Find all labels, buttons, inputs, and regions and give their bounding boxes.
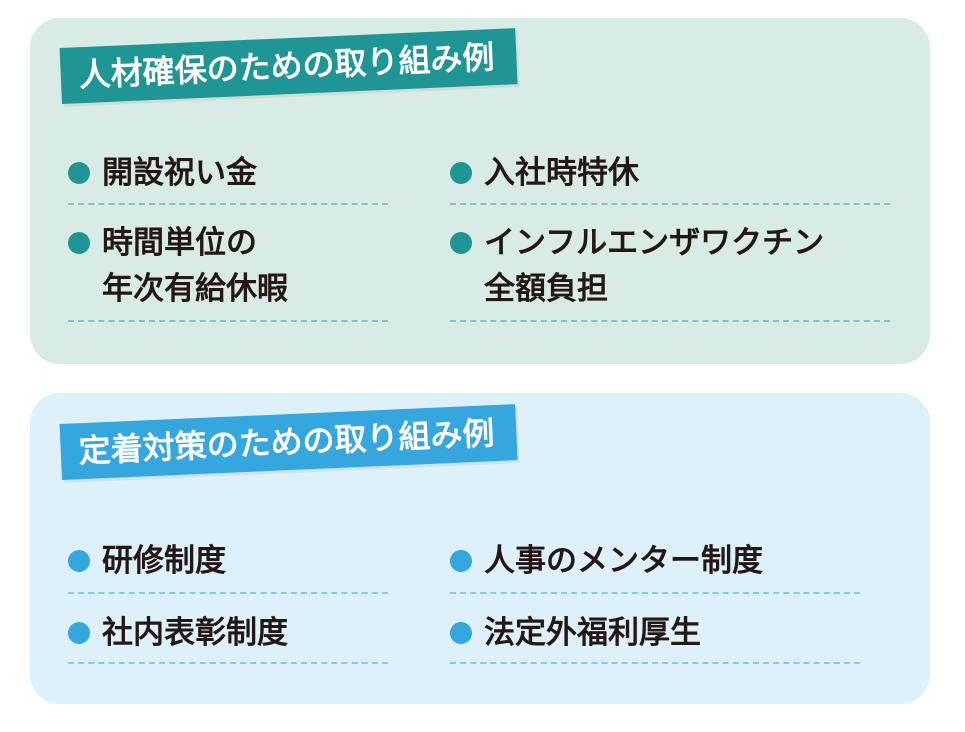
bullet-icon <box>68 162 90 184</box>
bullet-icon <box>450 622 472 644</box>
list-item: 研修制度 <box>68 540 398 582</box>
bullet-icon <box>450 232 472 254</box>
list-item-text: 入社時特休 <box>484 155 639 191</box>
list-item-text: インフルエンザワクチン <box>484 225 825 261</box>
bullet-icon <box>68 622 90 644</box>
dashed-divider <box>68 320 388 322</box>
dashed-divider <box>450 592 860 594</box>
list-item: 入社時特休 <box>450 152 890 194</box>
dashed-divider <box>450 662 860 664</box>
dashed-divider <box>68 662 388 664</box>
list-item: インフルエンザワクチン 全額負担 <box>450 222 910 312</box>
bullet-icon <box>450 162 472 184</box>
dashed-divider <box>68 592 388 594</box>
dashed-divider <box>450 320 890 322</box>
dashed-divider <box>68 203 388 205</box>
list-item: 法定外福利厚生 <box>450 612 890 654</box>
list-item-text: 時間単位の <box>102 225 257 261</box>
dashed-divider <box>450 203 890 205</box>
bullet-icon <box>450 550 472 572</box>
list-item-text: 年次有給休暇 <box>102 271 288 307</box>
bullet-icon <box>68 550 90 572</box>
list-item: 開設祝い金 <box>68 152 398 194</box>
list-item-text: 開設祝い金 <box>102 155 257 191</box>
list-item: 社内表彰制度 <box>68 612 398 654</box>
list-item: 時間単位の 年次有給休暇 <box>68 222 398 312</box>
list-item-text: 社内表彰制度 <box>102 615 288 651</box>
list-item: 人事のメンター制度 <box>450 540 890 582</box>
list-item-text: 研修制度 <box>102 543 226 579</box>
list-item-text: 法定外福利厚生 <box>484 615 701 651</box>
list-item-text: 全額負担 <box>484 271 608 307</box>
list-item-text: 人事のメンター制度 <box>484 543 763 579</box>
bullet-icon <box>68 232 90 254</box>
